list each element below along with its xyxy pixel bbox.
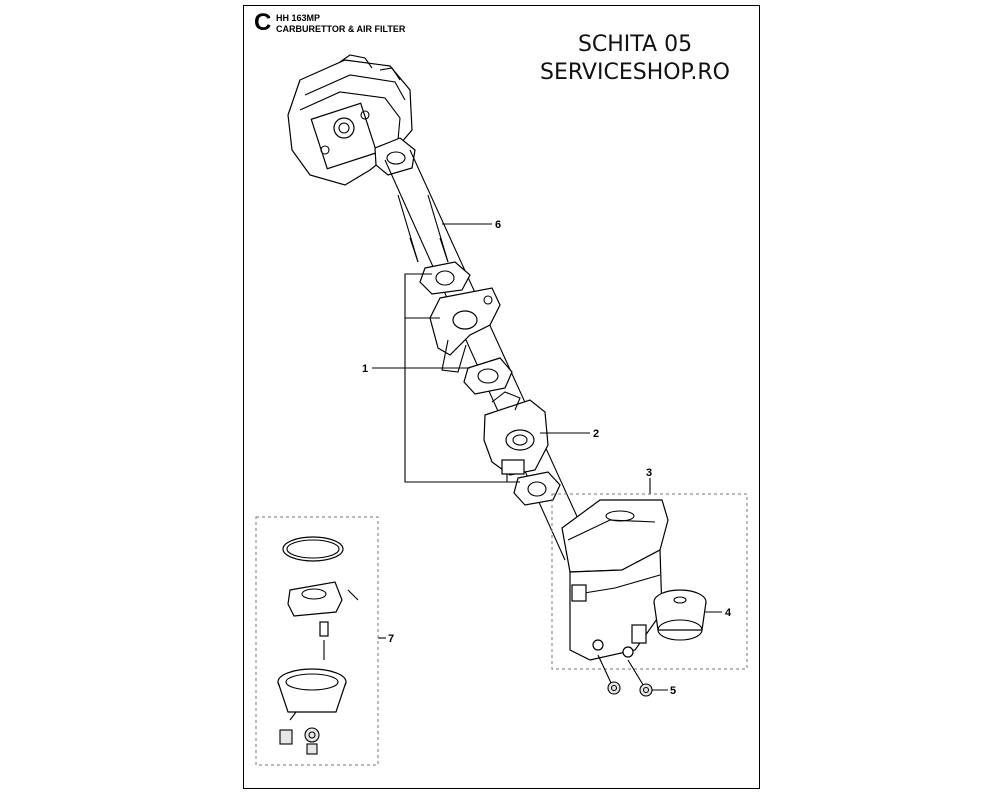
carburettor <box>483 391 549 482</box>
gasket-bottom <box>513 471 561 506</box>
model-label: HH 163MP <box>276 13 321 23</box>
watermark-line1: SCHITA 05 <box>577 32 693 57</box>
callout-1: 1 <box>362 363 368 375</box>
callout-5: 5 <box>670 685 676 697</box>
callout-1-bracket <box>372 273 520 483</box>
callout-7: 7 <box>388 633 394 645</box>
gasket-middle <box>463 357 513 395</box>
air-filter-element <box>653 589 707 641</box>
float-bowl-kit <box>277 536 359 755</box>
watermark-line2: SERVICESHOP.RO <box>539 60 730 85</box>
callout-2: 2 <box>593 428 599 440</box>
engine-cylinder-head <box>287 54 416 186</box>
flange-nuts <box>597 654 653 697</box>
callout-6: 6 <box>495 219 501 231</box>
gasket-top <box>419 261 471 295</box>
air-filter-housing <box>561 499 669 661</box>
callout-3: 3 <box>646 467 652 479</box>
insulator-spacer <box>429 287 501 373</box>
drawing-frame <box>243 5 760 789</box>
callout-4: 4 <box>725 607 732 619</box>
section-title: CARBURETTOR & AIR FILTER <box>276 24 406 34</box>
carburettor-studs <box>397 194 449 263</box>
section-letter: C <box>254 9 272 36</box>
